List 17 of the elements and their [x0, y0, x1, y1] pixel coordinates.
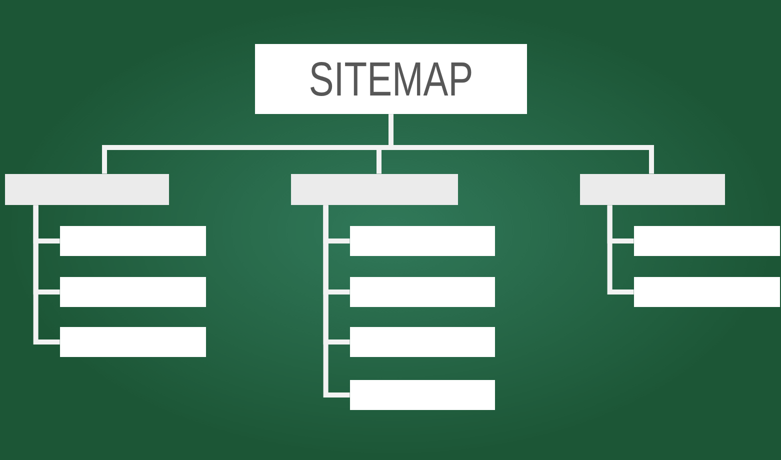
page-box [60, 226, 206, 256]
page-box [634, 226, 780, 256]
section-box [291, 174, 458, 205]
connector-line [33, 205, 60, 344]
section-box [580, 174, 725, 205]
page-box [60, 277, 206, 307]
heading-box: SITEMAP [255, 44, 527, 114]
connector-line [323, 205, 350, 398]
page-box [60, 327, 206, 357]
page-box [350, 277, 495, 307]
page-box [350, 380, 495, 410]
page-box [350, 226, 495, 256]
section-box [5, 174, 169, 205]
connector-line [607, 205, 634, 294]
page-box [634, 277, 780, 307]
page-box [350, 327, 495, 357]
connector-line [388, 114, 654, 174]
